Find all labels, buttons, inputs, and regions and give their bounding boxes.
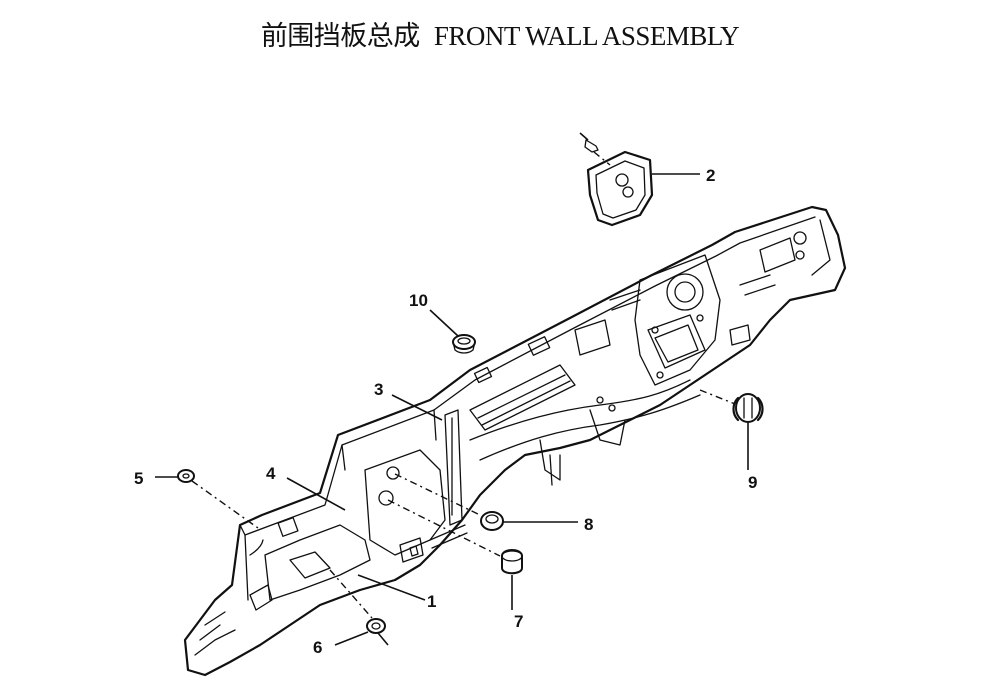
part-5-washer <box>177 469 259 529</box>
part-6-washer <box>329 569 389 646</box>
callout-10: 10 <box>409 291 428 310</box>
callout-6: 6 <box>313 638 322 657</box>
callout-7: 7 <box>514 612 523 631</box>
part-2-bracket <box>579 132 654 227</box>
part-7-plug <box>387 499 523 575</box>
front-wall-panel <box>183 205 847 677</box>
page-title: 前围挡板总成 FRONT WALL ASSEMBLY <box>0 14 1000 53</box>
part-10-plug <box>452 334 476 354</box>
part-8-grommet <box>394 473 504 531</box>
callout-5: 5 <box>134 469 143 488</box>
title-english: FRONT WALL ASSEMBLY <box>433 21 740 51</box>
callout-labels: 1 2 3 4 5 6 7 8 9 10 <box>134 166 757 657</box>
callout-1: 1 <box>427 592 436 611</box>
callout-9: 9 <box>748 473 757 492</box>
part-9-grommet <box>699 389 764 423</box>
callout-3: 3 <box>374 380 383 399</box>
callout-2: 2 <box>706 166 715 185</box>
callout-8: 8 <box>584 515 593 534</box>
callout-4: 4 <box>266 464 276 483</box>
title-chinese: 前围挡板总成 <box>260 21 421 51</box>
leader-lines <box>155 173 749 646</box>
